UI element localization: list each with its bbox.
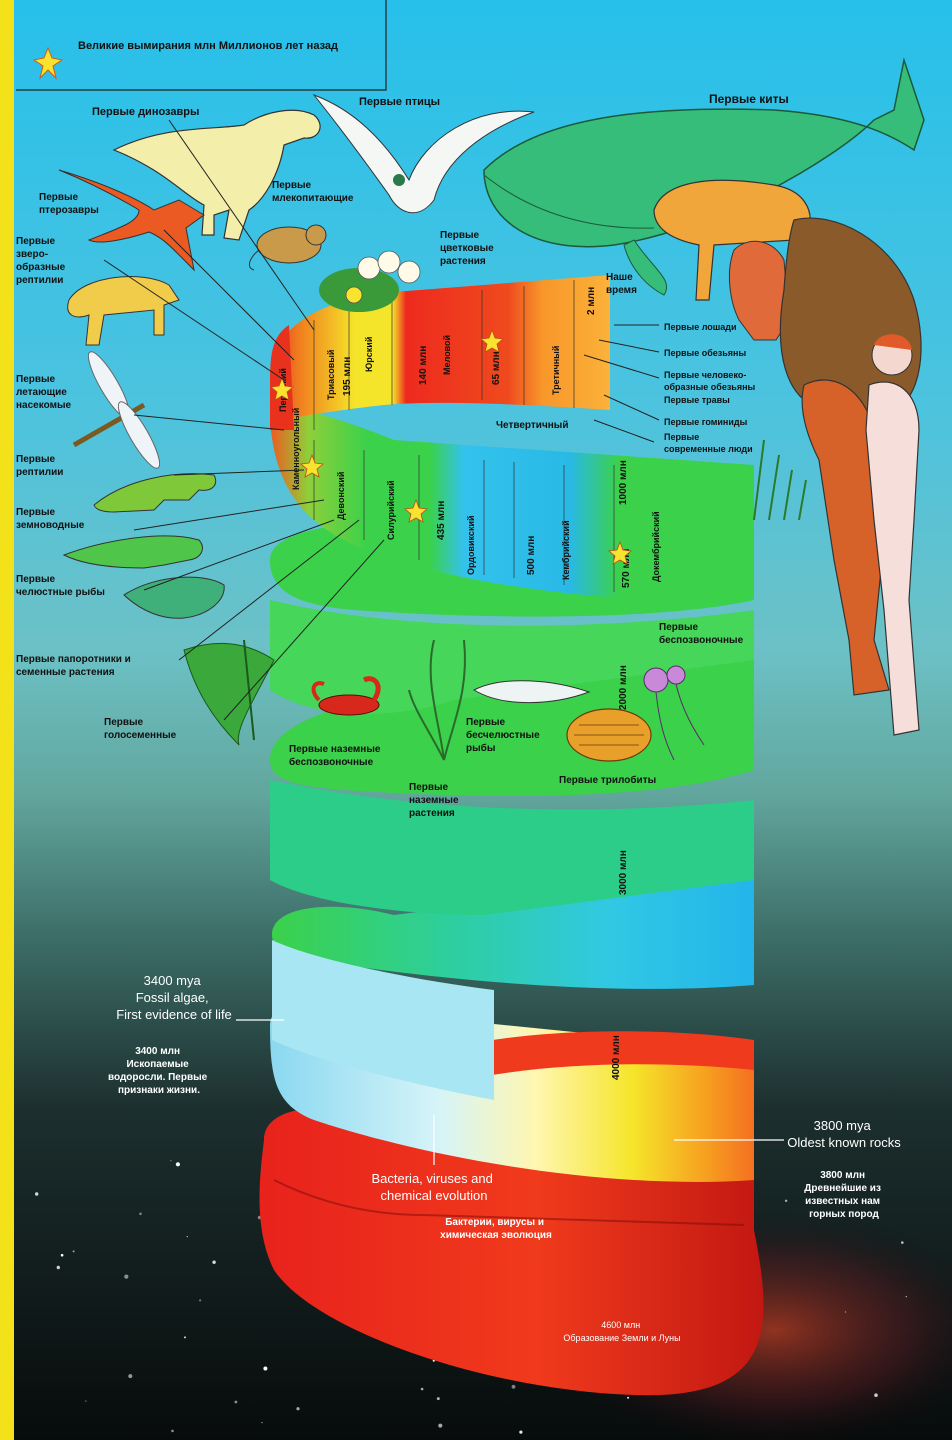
label-trilobites: Первые трилобиты <box>559 774 656 786</box>
label-grasses: Первые травы <box>664 395 730 405</box>
star-dot <box>901 1241 904 1244</box>
period-silurian: Силурийский <box>386 480 396 540</box>
star-dot <box>438 1424 442 1428</box>
star-dot <box>199 1299 201 1301</box>
age-4000: 4000 млн <box>611 1035 622 1080</box>
age-3000: 3000 млн <box>618 850 629 895</box>
period-carboniferous: Каменноугольный <box>291 408 301 490</box>
star-dot <box>212 1261 215 1264</box>
period-ordovician: Ордовикский <box>466 515 476 575</box>
star-dot <box>176 1162 180 1166</box>
label-hominids: Первые гоминиды <box>664 417 748 427</box>
star-dot <box>184 1336 186 1338</box>
period-devonian: Девонский <box>336 472 346 520</box>
age-435: 435 млн <box>436 501 447 540</box>
star-dot <box>296 1407 299 1410</box>
star-dot <box>512 1385 516 1389</box>
label-quaternary: Четвертичный <box>496 420 569 431</box>
star-dot <box>170 1160 171 1161</box>
label-horses: Первые лошади <box>664 322 737 332</box>
period-cretaceous: Меловой <box>442 335 452 375</box>
label-first-birds: Первые птицы <box>359 96 440 108</box>
age-1000: 1000 млн <box>618 460 629 505</box>
spiral-diagram: Великие вымирания млн Миллионов лет наза… <box>14 0 952 1440</box>
age-140: 140 млн <box>418 346 429 385</box>
period-precambrian: Докембрийский <box>651 511 661 582</box>
star-dot <box>235 1401 238 1404</box>
star-dot <box>61 1254 64 1257</box>
yellow-frame-bar <box>0 0 14 1440</box>
star-dot <box>57 1266 60 1269</box>
star-dot <box>263 1367 267 1371</box>
star-dot <box>874 1393 878 1397</box>
age-195: 195 млн <box>342 357 353 396</box>
star-dot <box>519 1431 522 1434</box>
star-dot <box>187 1236 188 1237</box>
age-500: 500 млн <box>526 536 537 575</box>
period-jurassic: Юрский <box>364 337 374 372</box>
star-dot <box>139 1213 142 1216</box>
star-dot <box>85 1400 86 1401</box>
star-dot <box>171 1430 174 1433</box>
star-dot <box>845 1311 846 1312</box>
period-cambrian: Кембрийский <box>561 520 571 580</box>
trilobite-icon <box>567 709 651 761</box>
star-dot <box>128 1374 132 1378</box>
star-dot <box>906 1296 907 1297</box>
label-first-whales: Первые киты <box>709 92 789 106</box>
star-dot <box>785 1200 787 1202</box>
age-65: 65 млн <box>491 351 502 385</box>
star-dot <box>437 1397 440 1400</box>
star-dot <box>124 1275 128 1279</box>
star-dot <box>261 1422 262 1423</box>
star-dot <box>73 1250 75 1252</box>
period-tertiary: Третичный <box>551 346 561 395</box>
legend-text: Великие вымирания млн Миллионов лет наза… <box>78 40 338 52</box>
star-dot <box>627 1397 629 1399</box>
age-2: 2 млн <box>586 287 597 315</box>
label-first-dinosaurs: Первые динозавры <box>92 106 199 118</box>
age-2000: 2000 млн <box>618 665 629 710</box>
label-monkeys: Первые обезьяны <box>664 348 746 358</box>
star-dot <box>421 1388 424 1391</box>
star-dot <box>35 1192 38 1195</box>
period-triassic: Триасовый <box>326 350 336 400</box>
